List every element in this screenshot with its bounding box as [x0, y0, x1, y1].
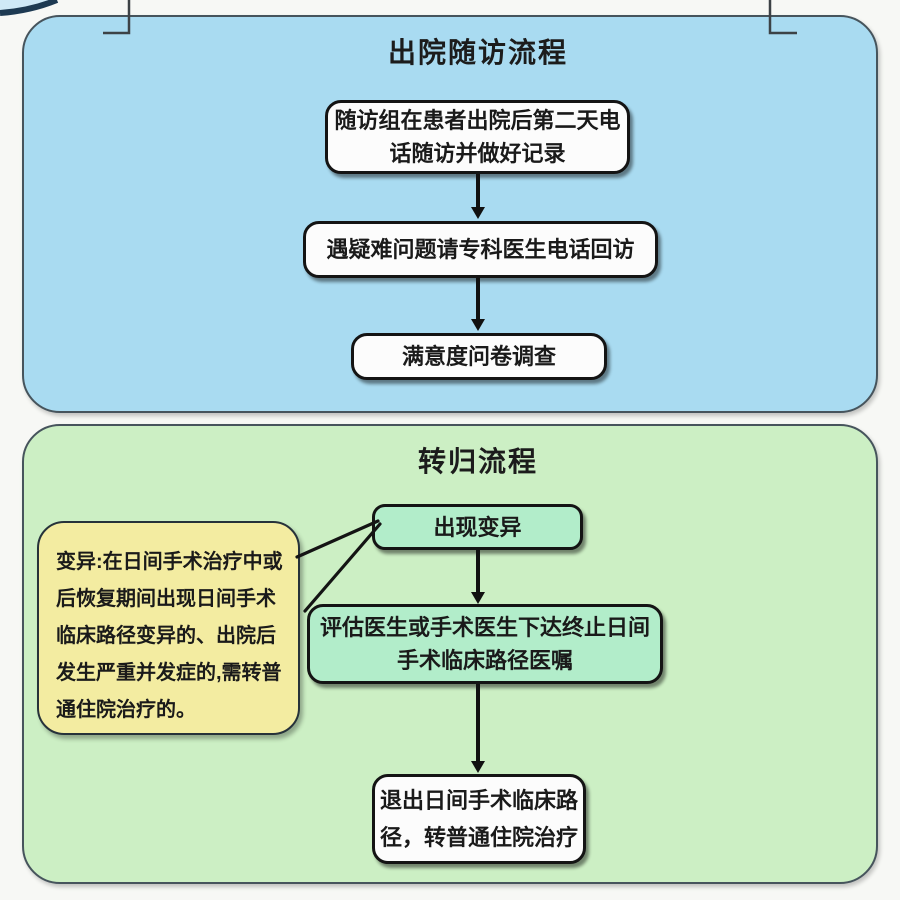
- arrow-head-icon: [471, 592, 485, 604]
- terminate-order-box: 评估医生或手术医生下达终止日间手术临床路径医嘱: [307, 604, 663, 684]
- arrow-head-icon: [471, 207, 485, 219]
- variation-note-callout: 变异:在日间手术治疗中或后恢复期间出现日间手术临床路径变异的、出院后发生严重并发…: [37, 521, 300, 735]
- arrow-shaft: [476, 684, 480, 762]
- flow-arrow-1: [471, 174, 485, 219]
- followup-step-1-box: 随访组在患者出院后第二天电话随访并做好记录: [325, 100, 630, 174]
- followup-step-2-box: 遇疑难问题请专科医生电话回访: [303, 221, 658, 278]
- variation-box: 出现变异: [372, 504, 583, 550]
- arrow-head-icon: [471, 761, 485, 773]
- arrow-shaft: [476, 550, 480, 593]
- arrow-shaft: [476, 174, 480, 208]
- arrow-shaft: [476, 278, 480, 320]
- flow-arrow-3: [471, 550, 485, 604]
- followup-title: 出院随访流程: [387, 37, 568, 68]
- flow-arrow-4: [471, 684, 485, 773]
- followup-step-3-box: 满意度问卷调查: [351, 333, 607, 380]
- outcome-title: 转归流程: [417, 446, 538, 477]
- arrow-head-icon: [471, 319, 485, 331]
- flow-arrow-2: [471, 278, 485, 331]
- exit-pathway-box: 退出日间手术临床路径，转普通住院治疗: [372, 774, 586, 864]
- corner-artifact: [0, 0, 59, 16]
